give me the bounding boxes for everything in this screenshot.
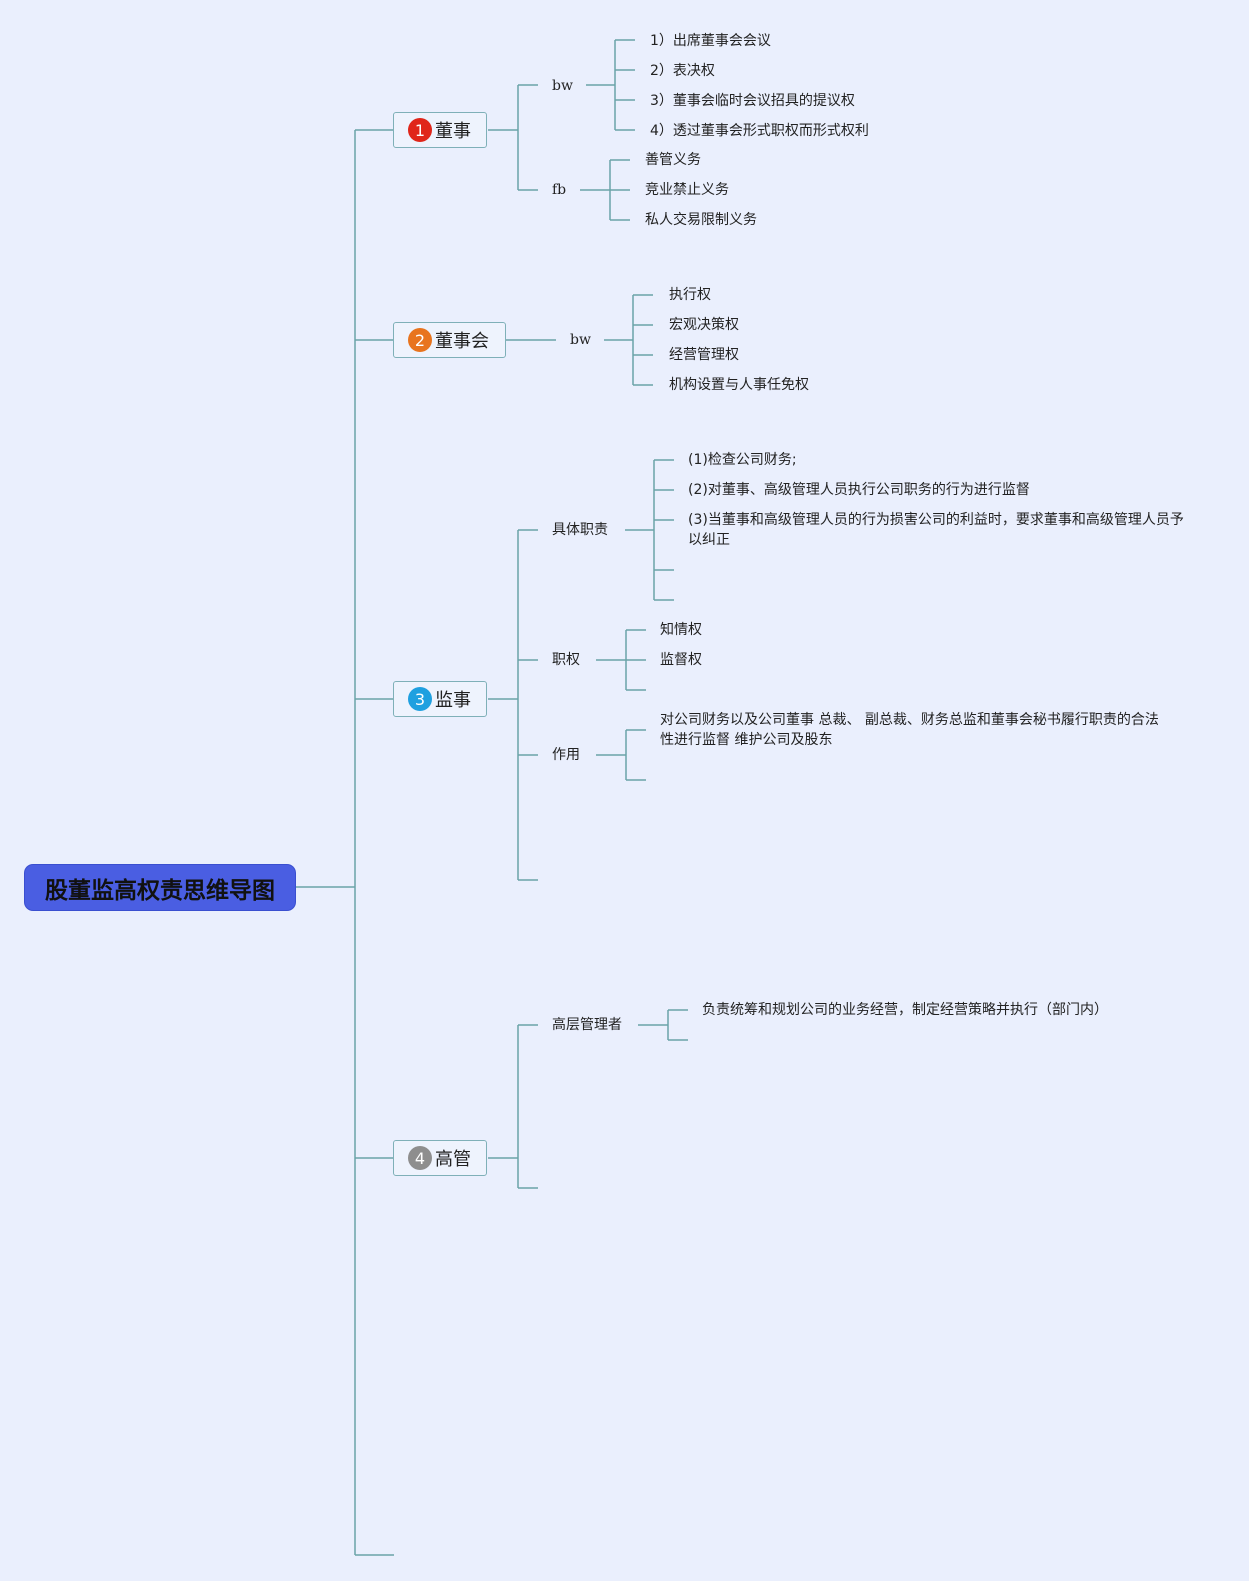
branch-label: 监事 <box>435 690 471 711</box>
leaf-item[interactable]: (3)当董事和高级管理人员的行为损害公司的利益时，要求董事和高级管理人员予以纠正 <box>688 512 1184 548</box>
branch-board[interactable]: 2 董事会 <box>393 322 506 358</box>
number-3-badge-icon: 3 <box>408 687 432 711</box>
branch-supervisors[interactable]: 3 监事 <box>393 681 487 717</box>
branch-label: 高管 <box>435 1149 471 1170</box>
number-2-badge-icon: 2 <box>408 328 432 352</box>
leaf-item[interactable]: 执行权 <box>669 287 711 303</box>
group-authority[interactable]: 职权 <box>552 652 580 668</box>
leaf-item[interactable]: 对公司财务以及公司董事 总裁、 副总裁、财务总监和董事会秘书履行职责的合法性进行… <box>660 712 1159 748</box>
leaf-item[interactable]: 知情权 <box>660 622 702 638</box>
number-4-badge-icon: 4 <box>408 1146 432 1170</box>
leaf-item[interactable]: 竞业禁止义务 <box>645 182 729 198</box>
leaf-item[interactable]: (2)对董事、高级管理人员执行公司职务的行为进行监督 <box>688 482 1030 498</box>
leaf-item[interactable]: 3）董事会临时会议招具的提议权 <box>650 93 855 109</box>
branch-label: 董事会 <box>435 331 489 352</box>
group-fb-duties[interactable]: fb <box>552 182 567 198</box>
group-bw-powers[interactable]: bw <box>570 332 591 348</box>
root-topic[interactable]: 股董监高权责思维导图 <box>25 865 295 910</box>
branch-executives[interactable]: 4 高管 <box>393 1140 487 1176</box>
leaf-item[interactable]: 4）透过董事会形式职权而形式权利 <box>650 123 869 139</box>
leaf-item[interactable]: 机构设置与人事任免权 <box>669 377 809 393</box>
branch-directors[interactable]: 1 董事 <box>393 112 487 148</box>
number-1-badge-icon: 1 <box>408 118 432 142</box>
leaf-item[interactable]: 私人交易限制义务 <box>645 212 757 228</box>
leaf-item[interactable]: 监督权 <box>660 652 702 668</box>
group-bw-rights[interactable]: bw <box>552 78 573 94</box>
branch-label: 董事 <box>435 121 471 142</box>
leaf-item[interactable]: 善管义务 <box>645 152 701 168</box>
leaf-item[interactable]: 负责统筹和规划公司的业务经营，制定经营策略并执行（部门内） <box>702 1002 1108 1018</box>
leaf-item[interactable]: 经营管理权 <box>669 347 739 363</box>
leaf-item[interactable]: 1）出席董事会会议 <box>650 33 771 49</box>
leaf-item[interactable]: 宏观决策权 <box>669 317 739 333</box>
group-senior-management[interactable]: 高层管理者 <box>552 1017 622 1033</box>
leaf-item[interactable]: (1)检查公司财务; <box>688 452 797 468</box>
group-specific-duties[interactable]: 具体职责 <box>552 522 608 538</box>
group-role[interactable]: 作用 <box>552 747 580 763</box>
leaf-item[interactable]: 2）表决权 <box>650 63 715 79</box>
